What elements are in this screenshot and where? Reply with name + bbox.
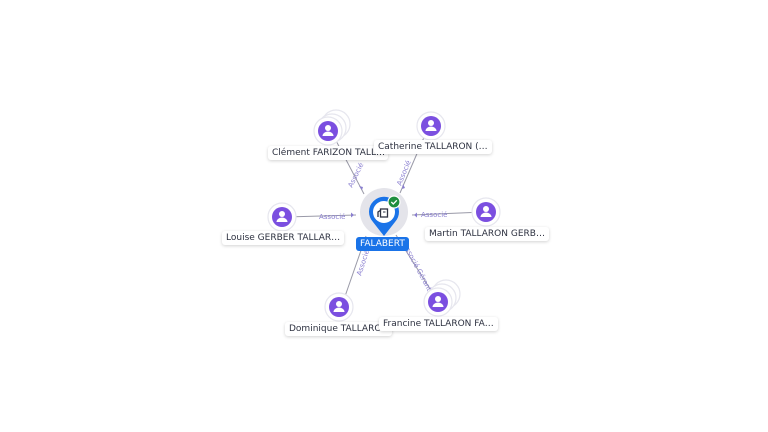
person-node-louise[interactable] [267,202,297,232]
person-label-dominique[interactable]: Dominique TALLARON [285,322,393,336]
arrow-martin [414,212,417,218]
edge-clement [331,132,365,195]
arrow-catherine [402,184,405,189]
edge-label-dominique: Associé [355,249,371,277]
person-icon [421,116,441,136]
person-node-catherine[interactable] [416,111,446,141]
person-icon [318,121,338,141]
person-icon [428,292,448,312]
check-icon [387,195,401,209]
person-node-clement[interactable] [313,109,351,146]
building-icon [377,208,389,218]
person-node-martin[interactable] [471,197,501,227]
person-icon [476,202,496,222]
arrow-louise [351,212,354,218]
person-label-martin[interactable]: Martin TALLARON GERB… [425,227,549,241]
person-label-catherine[interactable]: Catherine TALLARON (… [374,140,492,154]
arrow-clement [359,186,363,190]
company-label[interactable]: FALABERT [356,237,409,251]
company-node-falabert[interactable] [360,188,408,236]
edge-label-catherine: Associé [395,159,412,187]
person-label-clement[interactable]: Clément FARIZON TALL… [268,146,388,160]
person-label-louise[interactable]: Louise GERBER TALLAR… [222,231,345,245]
person-node-francine[interactable] [423,279,461,317]
edge-label-louise: Associé [319,213,345,221]
edge-catherine [399,127,429,194]
person-icon [329,297,349,317]
person-label-francine[interactable]: Francine TALLARON FA… [379,317,498,331]
edge-louise [285,214,357,218]
edge-label-martin: Associé [421,211,447,219]
person-node-dominique[interactable] [324,292,354,322]
person-icon [272,207,292,227]
